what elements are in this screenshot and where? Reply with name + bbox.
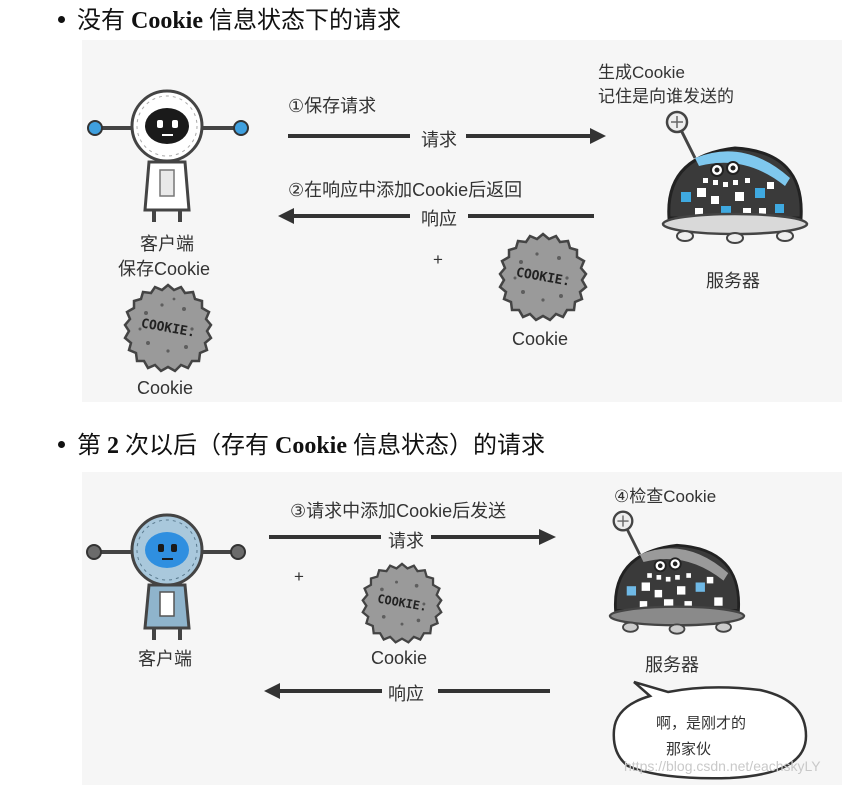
server-robot-icon — [608, 510, 746, 635]
response-arrow — [264, 683, 550, 699]
response-arrow — [278, 208, 594, 224]
step3-label: ③请求中添加Cookie后发送 — [290, 501, 507, 521]
cookie-icon: COOKIE. — [361, 562, 443, 644]
step4-label: ④检查Cookie — [614, 487, 717, 506]
bubble-line1: 啊，是刚才的 — [656, 714, 747, 732]
step2-label: ②在响应中添加Cookie后返回 — [288, 180, 523, 200]
plus-sign: + — [433, 250, 443, 269]
client-label: 客户端 — [140, 234, 194, 254]
request-arrow — [288, 128, 606, 144]
client-robot-icon — [86, 513, 246, 640]
cookie-icon: COOKIE. — [123, 283, 213, 373]
bubble-line2: 那家伙 — [666, 740, 712, 758]
client-label: 客户端 — [138, 649, 192, 669]
speech-bubble — [612, 680, 808, 780]
server-note-line1: 生成Cookie — [598, 63, 685, 82]
server-label: 服务器 — [645, 655, 699, 675]
request-label: 请求 — [421, 130, 457, 150]
section2-title: 第 2 次以后（存有 Cookie 信息状态）的请求 — [58, 425, 545, 460]
cookie-icon: COOKIE. — [498, 232, 588, 322]
bullet-dot — [58, 440, 65, 448]
server-label: 服务器 — [706, 271, 760, 291]
client-robot-icon — [87, 89, 249, 222]
plus-sign: + — [294, 567, 304, 586]
cookie-label: Cookie — [371, 648, 428, 668]
watermark: https://blog.csdn.net/eachskyLY — [624, 758, 821, 774]
server-robot-icon — [661, 110, 809, 244]
request-label: 请求 — [388, 531, 424, 551]
response-label: 响应 — [388, 684, 424, 704]
request-arrow — [269, 529, 556, 545]
cookie-label: Cookie — [512, 329, 569, 349]
bullet-dot — [58, 15, 65, 23]
step1-label: ①保存请求 — [288, 96, 377, 116]
server-note-line2: 记住是向谁发送的 — [598, 87, 734, 106]
cookie-label: Cookie — [137, 378, 194, 398]
client-note: 保存Cookie — [118, 259, 211, 279]
response-label: 响应 — [421, 209, 457, 229]
section1-title: 没有 Cookie 信息状态下的请求 — [58, 0, 401, 35]
